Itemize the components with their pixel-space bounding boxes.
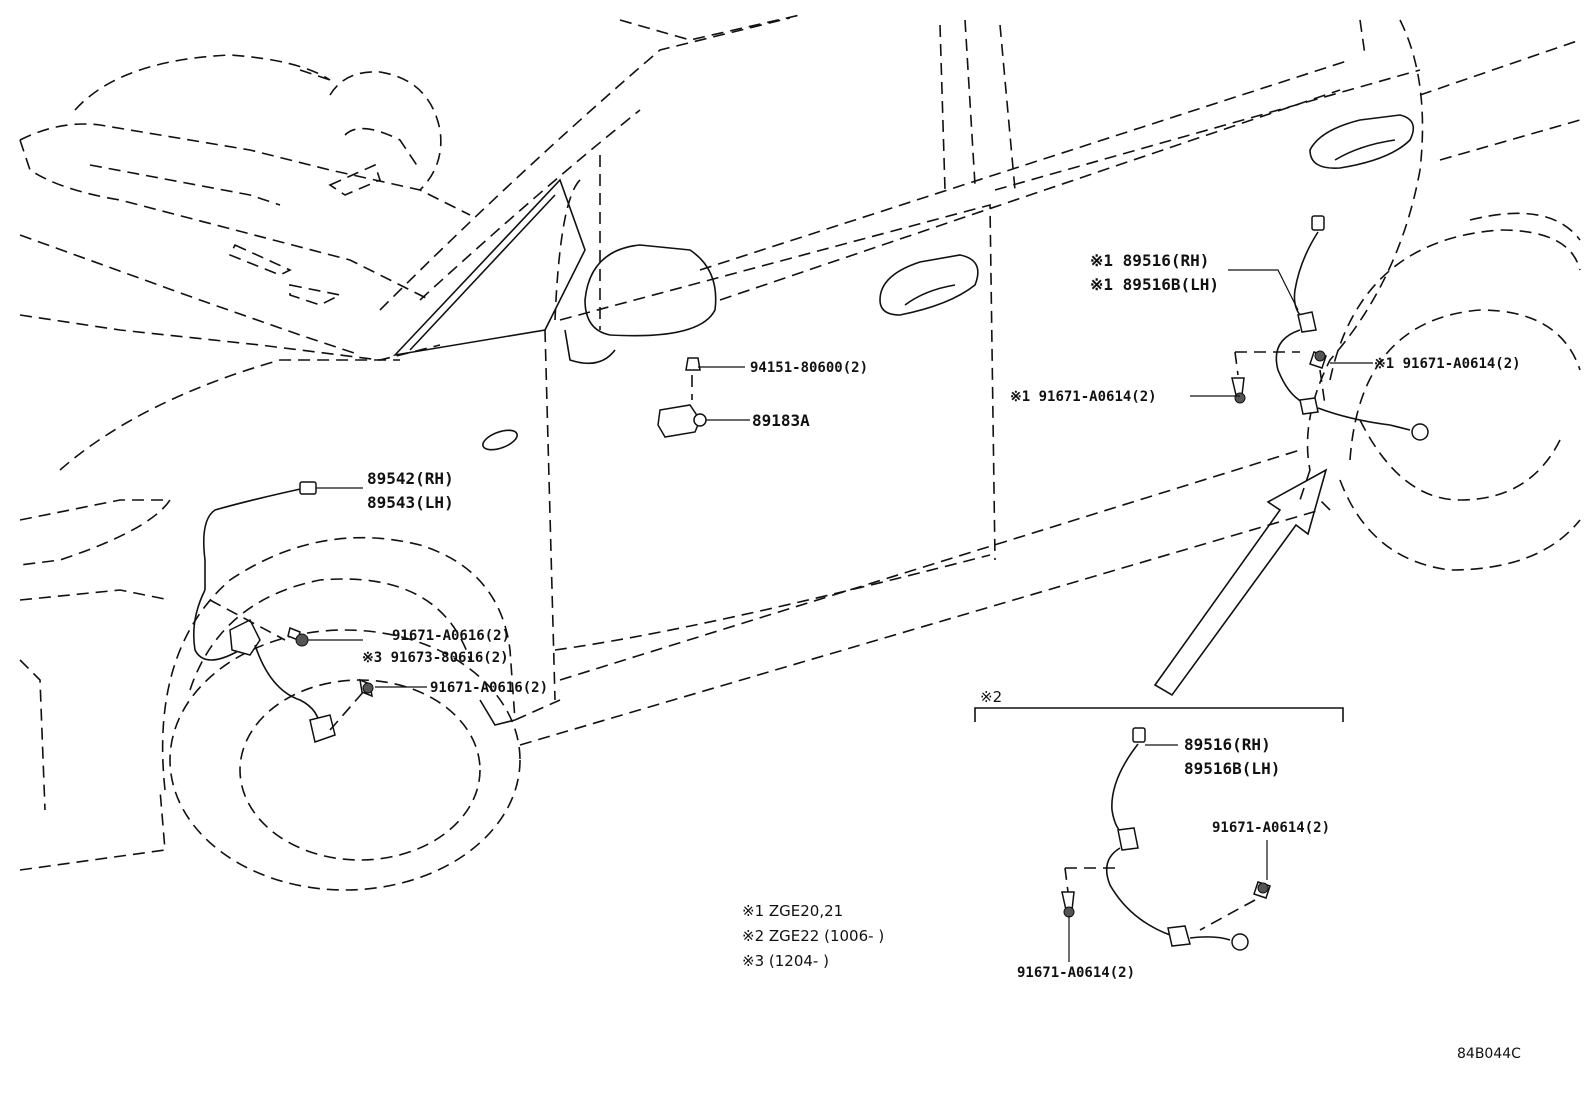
label-front-sensor-rh: 89542(RH) [367, 469, 454, 488]
label-rear-sensor-rh: ※1 89516(RH) [1090, 251, 1209, 270]
label-front-sensor-lh: 89543(LH) [367, 493, 454, 512]
label-rear-bolt-left: ※1 91671-A0614(2) [1010, 389, 1157, 405]
label-inset-marker: ※2 [980, 688, 1002, 706]
car-detail-lines [392, 114, 1415, 726]
part-labels: ※1 89516(RH) ※1 89516B(LH) ※1 91671-A061… [362, 251, 1521, 981]
label-inset-bolt-left: 91671-A0614(2) [1017, 965, 1135, 981]
rear-speed-sensor [1231, 215, 1429, 441]
inset-pointer-arrow [1153, 468, 1328, 697]
label-sensor-89183a: 89183A [752, 411, 810, 430]
diagram-code: 84B044C [1457, 1046, 1521, 1062]
applicability-notes: ※1 ZGE20,21 ※2 ZGE22 (1006- ) ※3 (1204- … [742, 902, 884, 970]
label-rear-sensor-lh: ※1 89516B(LH) [1090, 275, 1219, 294]
label-inset-sensor-lh: 89516B(LH) [1184, 759, 1280, 778]
label-nut: 94151-80600(2) [750, 360, 868, 376]
leader-lines [308, 269, 1373, 962]
note-3: ※3 (1204- ) [742, 952, 829, 970]
label-front-bolt-b: ※3 91673-80616(2) [362, 650, 509, 666]
label-front-bolt-a: 91671-A0616(2) [392, 628, 510, 644]
front-speed-sensor [192, 481, 374, 743]
note-1: ※1 ZGE20,21 [742, 902, 843, 920]
label-inset-sensor-rh: 89516(RH) [1184, 735, 1271, 754]
sensor-89183a [657, 357, 707, 438]
note-2: ※2 ZGE22 (1006- ) [742, 927, 884, 945]
label-rear-bolt-right: ※1 91671-A0614(2) [1374, 356, 1521, 372]
label-inset-bolt-right: 91671-A0614(2) [1212, 820, 1330, 836]
label-front-bolt-c: 91671-A0616(2) [430, 680, 548, 696]
car-body-outline [19, 14, 1581, 891]
